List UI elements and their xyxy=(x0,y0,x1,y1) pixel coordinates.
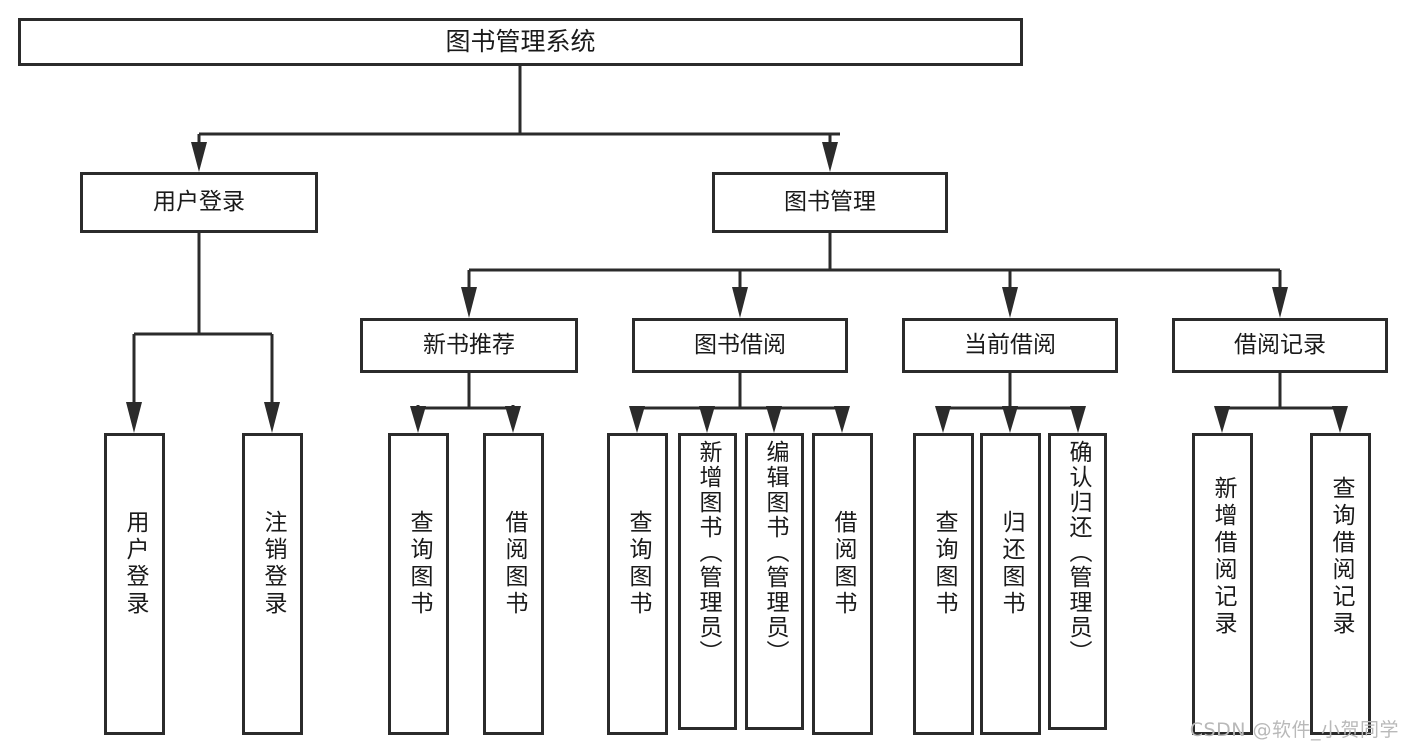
node-label: 借阅图书 xyxy=(501,510,527,618)
node-leaf-query-book-current[interactable]: 查询图书 xyxy=(913,433,974,735)
node-leaf-query-borrow-record[interactable]: 查询借阅记录 xyxy=(1310,433,1371,735)
node-book-management[interactable]: 图书管理 xyxy=(712,172,948,233)
node-book-borrowing[interactable]: 图书借阅 xyxy=(632,318,848,373)
arrow-to-borrow-record xyxy=(1272,287,1288,318)
arrow-to-user-login xyxy=(191,142,207,172)
node-root-library-management-system[interactable]: 图书管理系统 xyxy=(18,18,1023,66)
node-current-borrowing[interactable]: 当前借阅 xyxy=(902,318,1118,373)
arrow-borrowrecord-leaf-1 xyxy=(1214,406,1230,433)
node-leaf-query-book-borrow[interactable]: 查询图书 xyxy=(607,433,668,735)
node-label: 查询图书 xyxy=(625,510,651,618)
node-label: 查询借阅记录 xyxy=(1328,476,1354,638)
arrow-borrowrecord-leaf-2 xyxy=(1332,406,1348,433)
node-leaf-add-book-admin[interactable]: 新增图书（管理员） xyxy=(678,433,737,730)
node-label: 新增图书（管理员） xyxy=(695,440,721,665)
node-label: 确认归还（管理员） xyxy=(1065,440,1091,665)
node-label: 归还图书 xyxy=(998,510,1024,618)
node-label: 编辑图书（管理员） xyxy=(762,440,788,665)
node-label: 查询图书 xyxy=(931,510,957,618)
node-leaf-return-book[interactable]: 归还图书 xyxy=(980,433,1041,735)
arrow-to-book-manage xyxy=(822,142,838,172)
node-label: 图书管理系统 xyxy=(445,26,596,56)
node-user-login[interactable]: 用户登录 xyxy=(80,172,318,233)
arrow-userlogin-leaf-2 xyxy=(264,402,280,433)
node-label: 借阅图书 xyxy=(830,510,856,618)
node-label: 借阅记录 xyxy=(1234,332,1326,359)
arrow-currentborrow-leaf-2 xyxy=(1002,406,1018,433)
node-label: 用户登录 xyxy=(122,510,148,618)
node-label: 当前借阅 xyxy=(964,332,1056,359)
node-label: 图书管理 xyxy=(784,189,876,216)
node-label: 图书借阅 xyxy=(694,332,786,359)
arrow-bookborrow-leaf-2 xyxy=(699,406,715,433)
node-label: 注销登录 xyxy=(260,510,286,618)
node-leaf-confirm-return-admin[interactable]: 确认归还（管理员） xyxy=(1048,433,1107,730)
node-leaf-logout[interactable]: 注销登录 xyxy=(242,433,303,735)
arrow-currentborrow-leaf-3 xyxy=(1070,406,1086,433)
arrow-bookborrow-leaf-4 xyxy=(834,406,850,433)
node-leaf-add-borrow-record[interactable]: 新增借阅记录 xyxy=(1192,433,1253,735)
node-leaf-edit-book-admin[interactable]: 编辑图书（管理员） xyxy=(745,433,804,730)
node-leaf-borrow-book-newbook[interactable]: 借阅图书 xyxy=(483,433,544,735)
arrow-to-new-book xyxy=(461,287,477,318)
arrow-bookborrow-leaf-1 xyxy=(629,406,645,433)
arrow-to-current-borrow xyxy=(1002,287,1018,318)
arrow-newbook-leaf-2 xyxy=(505,406,521,433)
arrow-newbook-leaf-1 xyxy=(410,406,426,433)
arrow-bookborrow-leaf-3 xyxy=(766,406,782,433)
node-new-book-recommendation[interactable]: 新书推荐 xyxy=(360,318,578,373)
node-label: 新增借阅记录 xyxy=(1210,476,1236,638)
node-leaf-borrow-book[interactable]: 借阅图书 xyxy=(812,433,873,735)
node-borrowing-record[interactable]: 借阅记录 xyxy=(1172,318,1388,373)
arrow-userlogin-leaf-1 xyxy=(126,402,142,433)
node-leaf-query-book-newbook[interactable]: 查询图书 xyxy=(388,433,449,735)
node-label: 新书推荐 xyxy=(423,332,515,359)
node-leaf-user-login[interactable]: 用户登录 xyxy=(104,433,165,735)
arrow-to-book-borrow xyxy=(732,287,748,318)
node-label: 用户登录 xyxy=(153,189,245,216)
node-label: 查询图书 xyxy=(406,510,432,618)
arrow-currentborrow-leaf-1 xyxy=(935,406,951,433)
